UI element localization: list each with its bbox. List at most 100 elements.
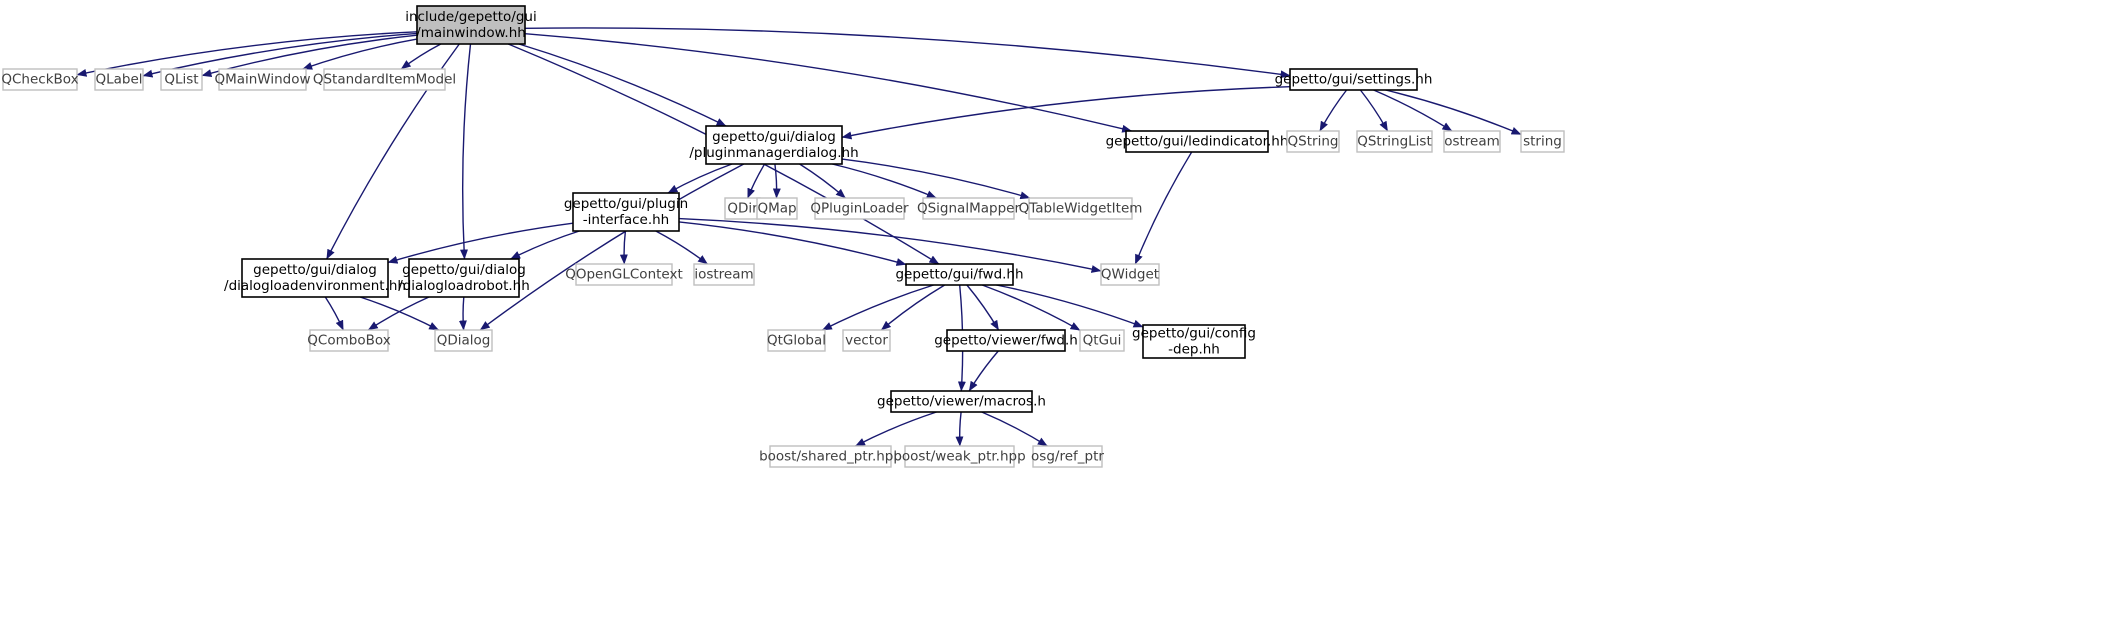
edge-path	[510, 230, 580, 260]
node-label-line: QLabel	[95, 72, 142, 88]
edge-mainwindow-to-qmainwindow	[302, 38, 418, 70]
node-label-line: gepetto/gui/config	[1132, 326, 1256, 342]
node-label-line: QComboBox	[307, 333, 390, 349]
node-box	[1520, 130, 1565, 153]
node-label-line: boost/shared_ptr.hpp	[759, 449, 902, 465]
edge-mainwindow-to-qcheckbox	[76, 31, 418, 77]
node-box	[1356, 130, 1433, 153]
node-box	[416, 5, 526, 45]
node-ledindicator[interactable]: gepetto/gui/ledindicator.hh	[1106, 130, 1289, 153]
edge-path	[678, 217, 1102, 273]
edge-path	[387, 222, 574, 264]
node-qwidget: QWidget	[1100, 263, 1160, 286]
edge-path	[667, 163, 733, 194]
node-dialogloadenvironment[interactable]: gepetto/gui/dialog/dialogloadenvironment…	[224, 258, 406, 298]
node-label-line: -dep.hh	[1168, 342, 1220, 358]
node-label-line: boost/weak_ptr.hpp	[893, 449, 1025, 465]
edge-path	[968, 350, 999, 392]
edge-path	[832, 163, 937, 199]
edge-path	[1319, 89, 1348, 132]
edge-path	[981, 411, 1048, 447]
node-qmainwindow: QMainWindow	[214, 68, 311, 91]
node-box	[1032, 445, 1103, 468]
node-label-line: include/gepetto/gui	[405, 9, 536, 25]
edge-path	[460, 43, 472, 260]
node-dialogloadrobot[interactable]: gepetto/gui/dialog/dialogloadrobot.hh	[398, 258, 530, 298]
node-label-line: QList	[164, 72, 198, 88]
node-ostream: ostream	[1443, 130, 1501, 153]
node-vector: vector	[842, 329, 891, 352]
node-box	[1289, 68, 1418, 91]
edge-path	[518, 43, 727, 127]
node-box	[1028, 197, 1133, 220]
edge-path	[799, 163, 846, 199]
edge-guifwd-to-viewerfwd	[966, 284, 1000, 331]
node-viewerfwd[interactable]: gepetto/viewer/fwd.h	[934, 329, 1078, 352]
node-pluginmanagerdialog[interactable]: gepetto/gui/dialog/pluginmanagerdialog.h…	[689, 125, 859, 165]
node-box	[1125, 130, 1269, 153]
node-box	[693, 263, 755, 286]
node-label-line: vector	[845, 333, 888, 349]
edge-pluginmanagerdialog-to-qdialog	[479, 163, 745, 331]
node-label-line: QCheckBox	[1, 72, 78, 88]
node-weakptr: boost/weak_ptr.hpp	[893, 445, 1026, 468]
edge-pluginmanagerdialog-to-qpluginloader	[799, 163, 846, 199]
node-qlabel: QLabel	[94, 68, 144, 91]
edge-path	[841, 86, 1291, 140]
node-box	[434, 329, 493, 352]
node-refptr: osg/ref_ptr	[1031, 445, 1104, 468]
edge-ledindicator-to-qwidget	[1134, 151, 1193, 265]
edge-plugininterface-to-dialogloadenvironment	[387, 222, 574, 264]
node-qstandarditemmodel: QStandardItemModel	[313, 68, 456, 91]
edge-pluginmanagerdialog-to-qsignalmapper	[832, 163, 937, 199]
node-label-line: QDir	[727, 201, 758, 217]
edge-path	[142, 32, 418, 78]
node-label-line: gepetto/gui/dialog	[253, 262, 377, 278]
edge-macros-to-refptr	[981, 411, 1048, 447]
node-plugininterface[interactable]: gepetto/gui/plugin-interface.hh	[564, 192, 688, 232]
edge-plugininterface-to-iostream	[655, 230, 708, 265]
edge-path	[747, 163, 766, 199]
edge-guifwd-to-configdep	[996, 284, 1144, 328]
node-label-line: gepetto/gui/plugin	[564, 196, 688, 212]
edge-pluginmanagerdialog-to-qtablewidgetitem	[841, 158, 1031, 200]
edge-dialogloadenvironment-to-qcombobox	[324, 296, 344, 331]
node-label-line: QMainWindow	[214, 72, 310, 88]
node-guifwd[interactable]: gepetto/gui/fwd.hh	[895, 263, 1024, 286]
node-mainwindow[interactable]: include/gepetto/gui/mainwindow.hh	[405, 5, 537, 45]
node-label-line: QString	[1288, 134, 1339, 150]
node-box	[904, 445, 1015, 468]
node-configdep[interactable]: gepetto/gui/config-dep.hh	[1132, 324, 1256, 359]
edge-path	[324, 296, 344, 331]
edge-mainwindow-to-qstandarditemmodel	[400, 43, 442, 70]
edge-mainwindow-to-dialogloadrobot	[460, 43, 472, 260]
node-label-line: gepetto/gui/dialog	[712, 129, 836, 145]
edge-pluginmanagerdialog-to-plugininterface	[667, 163, 733, 194]
node-settings[interactable]: gepetto/gui/settings.hh	[1275, 68, 1433, 91]
edge-guifwd-to-qtglobal	[821, 284, 934, 331]
edges-layer	[76, 27, 1522, 447]
edge-path	[524, 33, 1133, 133]
edge-path	[841, 158, 1031, 200]
node-label-line: QWidget	[1101, 267, 1159, 283]
node-qmap: QMap	[756, 197, 798, 220]
edge-mainwindow-to-qlabel	[142, 32, 418, 78]
node-label-line: gepetto/viewer/fwd.h	[934, 333, 1078, 349]
edge-plugininterface-to-qopenglcontext	[619, 230, 628, 265]
node-label-line: QStandardItemModel	[313, 72, 456, 88]
node-qtablewidgetitem: QTableWidgetItem	[1019, 197, 1142, 220]
node-label-line: gepetto/gui/settings.hh	[1275, 72, 1433, 88]
node-label-line: /dialogloadenvironment.hh	[224, 278, 406, 294]
edge-path	[855, 411, 937, 447]
node-box	[1079, 329, 1125, 352]
node-sharedptr: boost/shared_ptr.hpp	[759, 445, 902, 468]
node-label-line: QDialog	[437, 333, 491, 349]
edge-settings-to-ostream	[1373, 89, 1453, 132]
node-macros[interactable]: gepetto/viewer/macros.h	[877, 390, 1046, 413]
node-label-line: -interface.hh	[583, 212, 669, 228]
node-qpluginloader: QPluginLoader	[810, 197, 909, 220]
edge-pluginmanagerdialog-to-qmap	[772, 163, 781, 199]
edge-mainwindow-to-settings	[524, 27, 1291, 79]
edge-path	[359, 296, 440, 331]
